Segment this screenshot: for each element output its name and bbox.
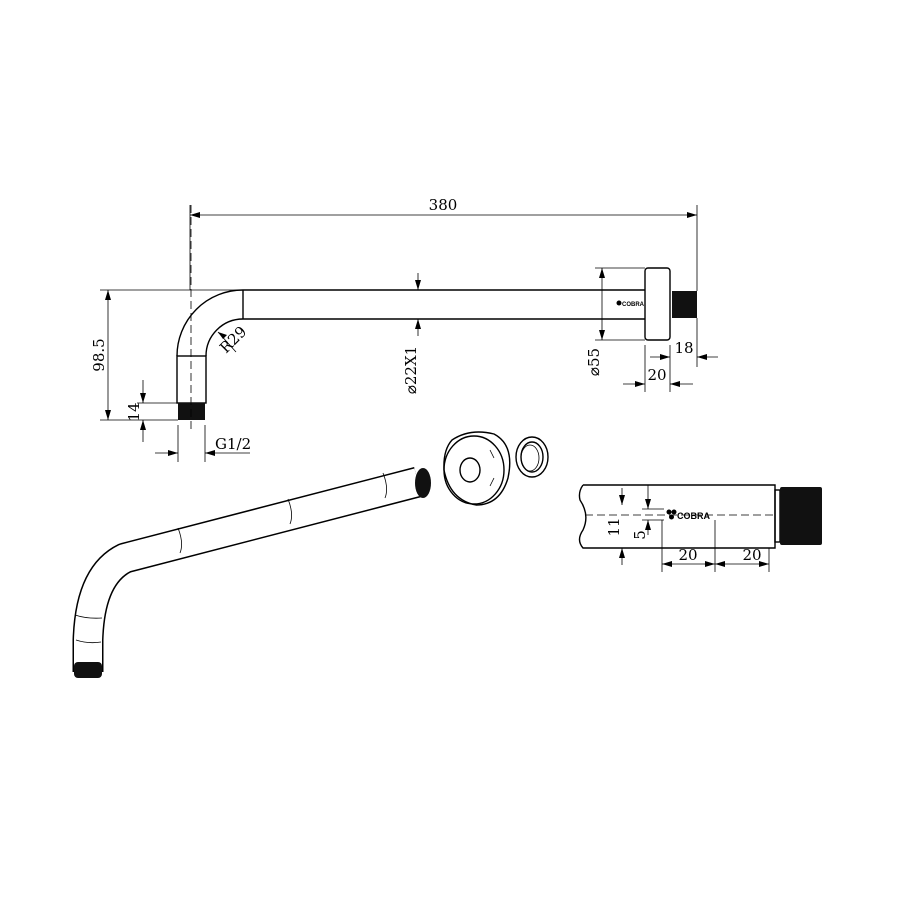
- svg-text:14: 14: [125, 402, 143, 421]
- thread-bottom: [178, 403, 205, 420]
- thread-detail: [780, 487, 822, 545]
- dimension-14: 14: [125, 380, 178, 442]
- dimension-pipe-diameter: ⌀22X1: [402, 273, 421, 394]
- cobra-logo-small: COBRA: [616, 300, 645, 308]
- svg-text:20: 20: [678, 546, 697, 564]
- svg-text:20: 20: [742, 546, 761, 564]
- svg-text:98.5: 98.5: [90, 338, 108, 371]
- svg-text:380: 380: [429, 196, 458, 214]
- dimension-r29: R29: [216, 323, 250, 357]
- thread-end-bottom: [74, 662, 102, 678]
- dimension-18: 18: [650, 318, 718, 392]
- cobra-logo: COBRA: [666, 509, 710, 521]
- dimension-g1-2: G1/2: [155, 425, 251, 462]
- logo-detail-view: COBRA 11 5 20 20: [578, 484, 822, 572]
- svg-text:COBRA: COBRA: [677, 511, 710, 521]
- shower-arm-isometric: [72, 466, 431, 678]
- svg-text:COBRA: COBRA: [622, 302, 645, 308]
- dimension-flange-diameter: ⌀55: [585, 267, 645, 376]
- dimension-98-5: 98.5: [90, 289, 243, 421]
- shower-arm-side-view: COBRA: [176, 205, 697, 430]
- dimension-20: 20: [623, 345, 693, 392]
- thread-end-top: [415, 468, 431, 498]
- svg-text:20: 20: [647, 366, 666, 384]
- wall-flange: [644, 267, 671, 341]
- svg-text:11: 11: [605, 517, 623, 536]
- svg-text:R29: R29: [216, 323, 250, 357]
- dimension-380: 380: [189, 196, 698, 291]
- svg-text:18: 18: [674, 339, 693, 357]
- thread-flange: [672, 291, 697, 318]
- svg-text:G1/2: G1/2: [215, 435, 251, 453]
- svg-text:⌀22X1: ⌀22X1: [402, 346, 420, 394]
- washer-ring: [515, 436, 549, 478]
- wall-flange-isometric: [443, 431, 511, 506]
- svg-text:⌀55: ⌀55: [585, 348, 603, 376]
- svg-text:5: 5: [631, 530, 649, 540]
